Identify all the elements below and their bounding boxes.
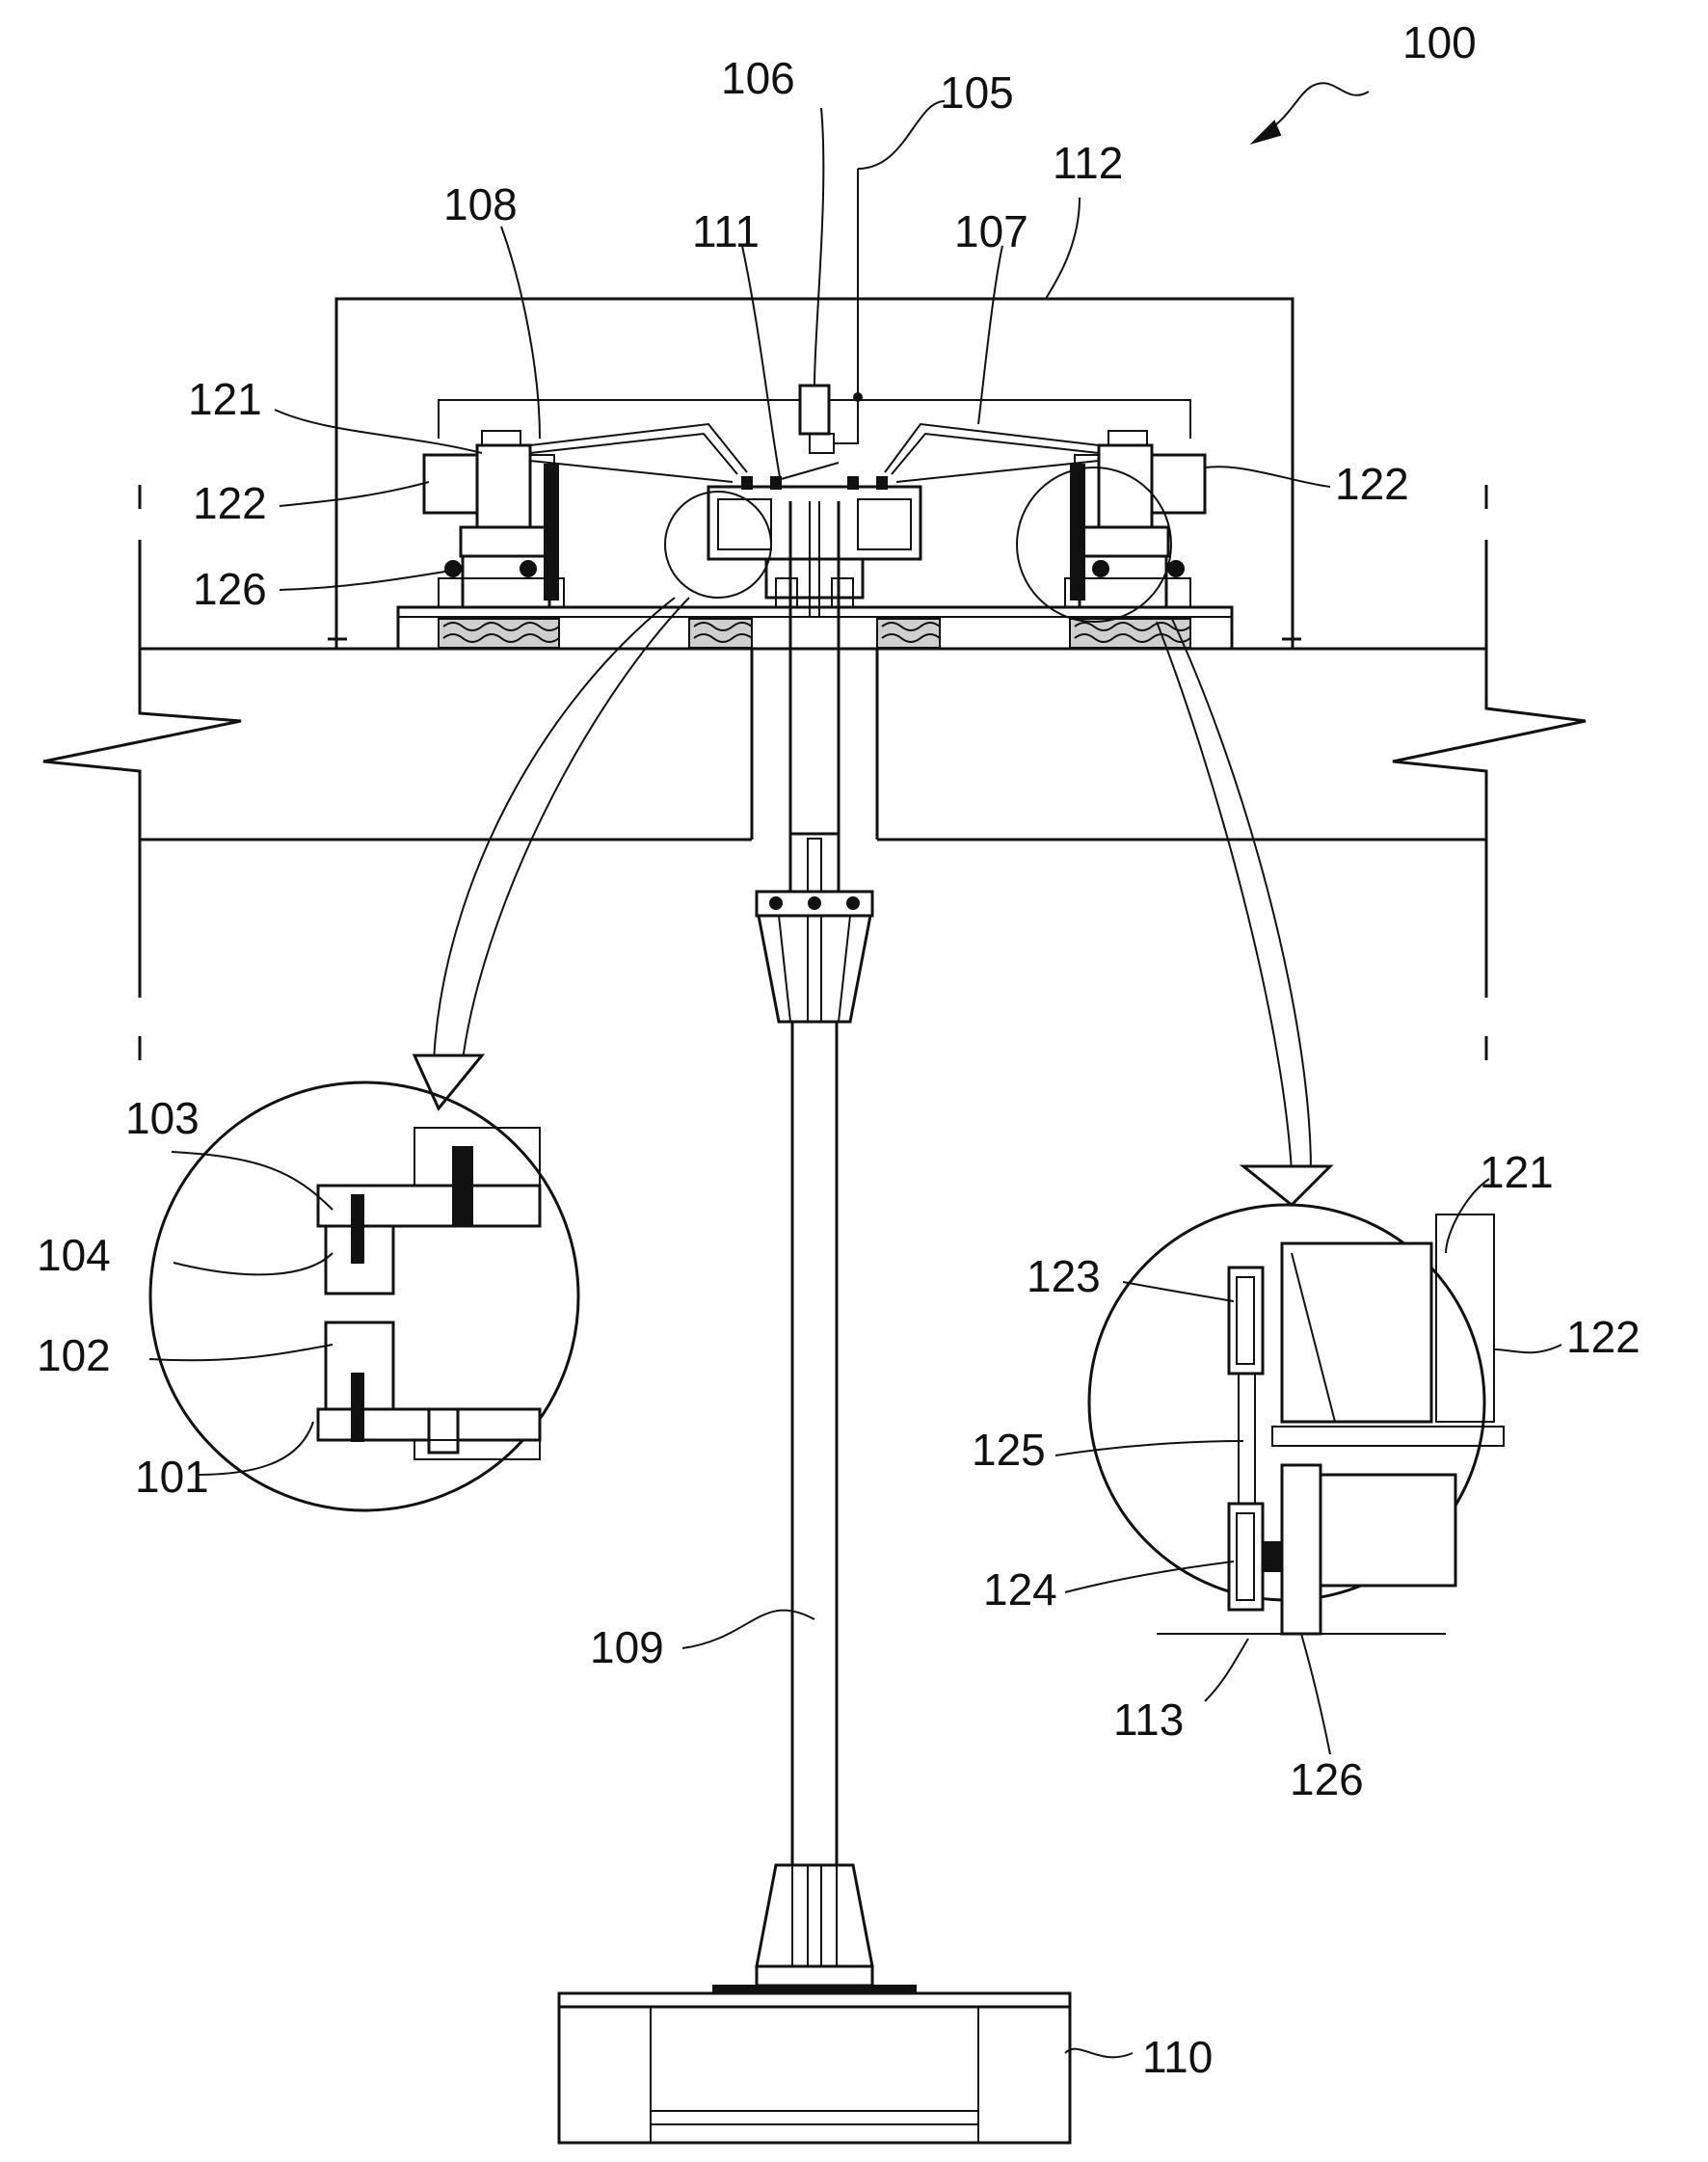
label-126-detail: 126 (1290, 1754, 1364, 1804)
label-104: 104 (37, 1230, 111, 1280)
label-113: 113 (1113, 1695, 1184, 1745)
label-121-top: 121 (188, 374, 262, 424)
label-105: 105 (940, 67, 1014, 118)
label-122-detail: 122 (1566, 1312, 1641, 1362)
arms (529, 422, 1100, 483)
label-109: 109 (590, 1622, 664, 1672)
right-motor-assembly (1064, 430, 1224, 609)
left-detail (148, 1081, 580, 1512)
label-112: 112 (1053, 138, 1123, 188)
label-110: 110 (1142, 2032, 1213, 2082)
label-126-top: 126 (193, 564, 267, 614)
base-110 (557, 1991, 1072, 2145)
label-121-detail: 121 (1480, 1147, 1554, 1197)
label-123: 123 (1027, 1251, 1101, 1301)
label-107: 107 (954, 206, 1028, 256)
mast (712, 501, 917, 1994)
reference-numerals: 100 106 105 112 108 111 107 121 122 122 … (37, 17, 1641, 2082)
label-122-left: 122 (193, 478, 267, 528)
label-111: 111 (692, 206, 760, 256)
label-106: 106 (721, 53, 795, 103)
callouts (412, 467, 1334, 1208)
base-platform (396, 605, 1234, 651)
right-detail (1087, 1203, 1505, 1636)
label-103: 103 (125, 1093, 200, 1143)
label-102: 102 (37, 1330, 111, 1380)
leader-lines (148, 82, 1562, 2059)
label-124: 124 (983, 1564, 1057, 1615)
label-100: 100 (1402, 17, 1477, 67)
label-101: 101 (135, 1452, 209, 1502)
left-motor-assembly (422, 430, 565, 609)
label-125: 125 (972, 1425, 1046, 1475)
label-108: 108 (443, 179, 518, 229)
label-122-right: 122 (1335, 459, 1409, 509)
